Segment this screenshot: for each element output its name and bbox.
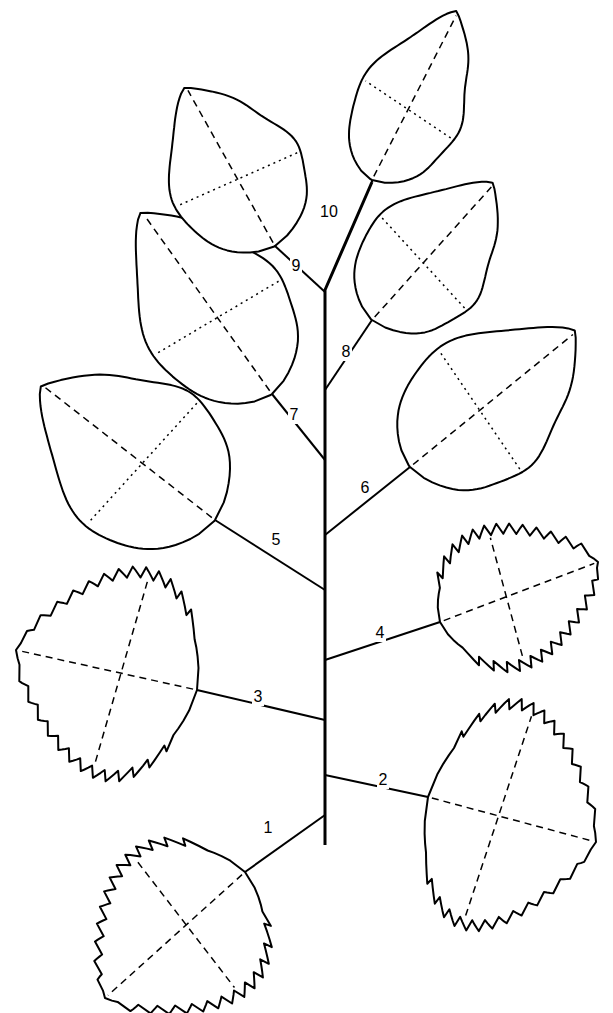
leaf-number: 6 xyxy=(359,479,372,497)
leaf-number: 7 xyxy=(288,406,301,424)
leaf-width-line xyxy=(138,862,235,987)
petiole xyxy=(215,520,325,590)
smooth-leaf xyxy=(169,88,307,253)
leaf-width-line xyxy=(440,352,520,470)
toothed-leaf xyxy=(437,524,598,673)
leaf-width-line xyxy=(88,403,197,523)
leaf-length-line xyxy=(374,16,456,177)
leaf-width-line xyxy=(490,538,522,656)
leaf-length-line xyxy=(108,875,242,996)
leaf-length-line xyxy=(413,335,573,465)
toothed-leaf xyxy=(16,567,199,782)
leaf-width-line xyxy=(466,716,532,915)
petiole xyxy=(275,246,325,292)
leaf-length-line xyxy=(444,563,595,620)
smooth-leaf xyxy=(40,375,230,549)
leaf-length-line xyxy=(375,187,492,317)
leaf-number: 3 xyxy=(252,688,265,706)
leaf-number: 10 xyxy=(318,203,340,221)
toothed-leaf xyxy=(425,699,596,931)
leaf-number: 4 xyxy=(374,624,387,642)
leaf-number: 5 xyxy=(270,531,283,549)
toothed-leaf xyxy=(94,838,271,1013)
smooth-leaf xyxy=(397,327,575,490)
leaf-length-line xyxy=(432,798,592,841)
leaf-width-line xyxy=(156,281,278,354)
petiole xyxy=(325,467,410,535)
leaf-number: 8 xyxy=(340,343,353,361)
leaf-length-line xyxy=(188,90,273,242)
petiole xyxy=(272,394,325,460)
leaf-number: 2 xyxy=(377,771,390,789)
leaf-width-line xyxy=(95,582,148,765)
leaf-width-line xyxy=(382,218,465,308)
leaf-width-line xyxy=(366,81,451,138)
leaf-length-line xyxy=(45,387,212,517)
smooth-leaf xyxy=(349,11,468,183)
leaf-number: 1 xyxy=(262,819,275,837)
petiole xyxy=(325,320,372,390)
leaf-length-line xyxy=(20,651,193,689)
smooth-leaf xyxy=(354,182,498,334)
leaf-number: 9 xyxy=(290,257,303,275)
leaf-width-line xyxy=(178,153,297,206)
petiole xyxy=(245,815,325,872)
petiole xyxy=(325,622,440,660)
